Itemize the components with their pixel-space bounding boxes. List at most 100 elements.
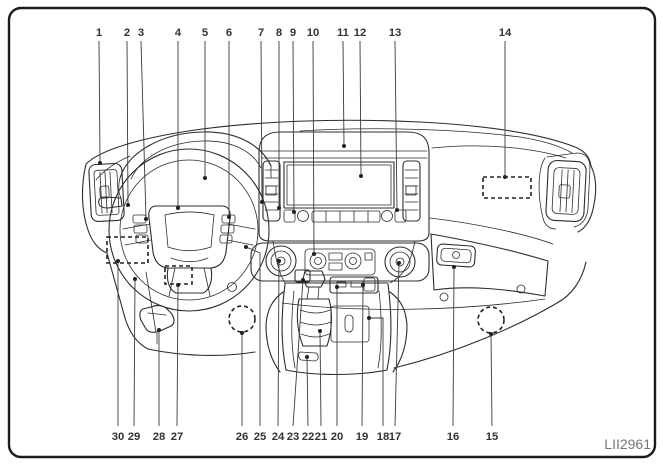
callout-tip-dot-26 xyxy=(240,331,244,335)
callout-tip-dot-4 xyxy=(176,206,180,210)
callout-number-13: 13 xyxy=(389,27,402,39)
glove-box-handle xyxy=(436,243,476,268)
callout-number-14: 14 xyxy=(499,27,512,39)
callout-1: 1 xyxy=(96,27,102,165)
callout-tip-dot-11 xyxy=(342,144,346,148)
turn-signal-stalk xyxy=(98,196,123,209)
callout-number-17: 17 xyxy=(389,431,402,443)
callout-2: 2 xyxy=(124,27,130,207)
callout-leader-22 xyxy=(306,356,309,427)
callout-27: 27 xyxy=(171,283,184,443)
callout-leader-21 xyxy=(319,330,322,427)
callout-11: 11 xyxy=(337,27,349,148)
callout-tip-dot-30 xyxy=(116,259,120,263)
steering-wheel xyxy=(108,148,270,312)
callout-16: 16 xyxy=(447,265,460,443)
callout-tip-dot-24 xyxy=(277,259,281,263)
callout-leader-1 xyxy=(98,40,101,164)
callout-tip-dot-1 xyxy=(98,161,102,165)
callout-tip-dot-28 xyxy=(157,328,161,332)
callout-tip-dot-15 xyxy=(489,332,493,336)
callout-29: 29 xyxy=(128,277,140,443)
callout-number-27: 27 xyxy=(171,431,184,443)
glove-box xyxy=(429,217,554,297)
callout-tip-dot-21 xyxy=(318,329,322,333)
callout-leader-19 xyxy=(361,284,364,427)
callout-number-16: 16 xyxy=(447,431,460,443)
callout-number-28: 28 xyxy=(153,431,166,443)
callout-25: 25 xyxy=(244,245,266,443)
driver-side-dashed-circle xyxy=(228,305,256,333)
callout-tip-dot-10 xyxy=(312,252,316,256)
callout-leader-10 xyxy=(312,40,315,255)
figure-frame xyxy=(7,6,657,459)
callout-tip-dot-17 xyxy=(397,261,401,265)
callout-leader-27 xyxy=(176,284,179,427)
callout-number-19: 19 xyxy=(356,431,369,443)
callout-30: 30 xyxy=(112,259,124,443)
callout-17: 17 xyxy=(389,261,402,443)
callout-number-26: 26 xyxy=(236,431,249,443)
callout-number-18: 18 xyxy=(377,431,390,443)
callout-leader-7 xyxy=(260,40,263,203)
callout-24: 24 xyxy=(272,259,285,443)
callout-tip-dot-5 xyxy=(203,176,207,180)
callout-tip-dot-8 xyxy=(277,206,281,210)
callout-leader-12 xyxy=(359,40,362,177)
callout-leader-11 xyxy=(342,40,345,147)
callout-leader-17 xyxy=(394,262,400,427)
callout-21: 21 xyxy=(315,329,328,443)
callout-number-15: 15 xyxy=(486,431,499,443)
callout-22: 22 xyxy=(302,355,314,443)
callout-number-8: 8 xyxy=(276,27,282,39)
callout-6: 6 xyxy=(226,27,232,219)
callout-tip-dot-27 xyxy=(176,283,180,287)
center-air-vents xyxy=(262,160,421,222)
callout-leader-15 xyxy=(490,333,493,427)
callout-number-23: 23 xyxy=(287,431,300,443)
callout-number-5: 5 xyxy=(202,27,208,39)
callout-tip-dot-7 xyxy=(260,200,264,204)
callout-leader-29 xyxy=(133,278,136,427)
callout-number-24: 24 xyxy=(272,431,285,443)
boot-trim xyxy=(298,351,319,362)
callout-leader-24 xyxy=(277,260,280,427)
callout-leader-16 xyxy=(452,266,455,427)
callout-12: 12 xyxy=(354,27,367,178)
switch-panel-dashed-area xyxy=(106,236,149,264)
column-switch-dashed-area xyxy=(164,265,193,285)
callout-26: 26 xyxy=(236,331,249,443)
callout-tip-dot-6 xyxy=(227,215,231,219)
hood-release-lever xyxy=(139,305,175,345)
callout-leader-18 xyxy=(369,317,384,426)
callout-5: 5 xyxy=(202,27,208,180)
callout-13: 13 xyxy=(389,27,402,212)
callout-18: 18 xyxy=(367,316,389,443)
steering-switches-right xyxy=(219,214,236,244)
callout-tip-dot-14 xyxy=(503,175,507,179)
callout-tip-dot-20 xyxy=(335,285,339,289)
callout-number-12: 12 xyxy=(354,27,367,39)
callout-tip-dot-25 xyxy=(244,245,248,249)
display-button-row xyxy=(283,209,407,223)
callout-number-21: 21 xyxy=(315,431,328,443)
callout-20: 20 xyxy=(331,285,344,443)
callout-leader-9 xyxy=(292,40,295,213)
callout-number-20: 20 xyxy=(331,431,344,443)
callout-tip-dot-12 xyxy=(359,174,363,178)
callout-tip-dot-16 xyxy=(452,265,456,269)
callout-number-9: 9 xyxy=(290,27,296,39)
callout-15: 15 xyxy=(486,332,499,443)
steering-column xyxy=(166,267,237,294)
callout-tip-dot-9 xyxy=(292,210,296,214)
callout-tip-dot-23 xyxy=(301,278,305,282)
callout-tip-dot-3 xyxy=(144,217,148,221)
callout-23: 23 xyxy=(287,278,305,443)
callout-4: 4 xyxy=(175,27,182,210)
center-display xyxy=(258,131,430,242)
callout-number-11: 11 xyxy=(337,27,349,39)
callout-tip-dot-22 xyxy=(305,355,309,359)
